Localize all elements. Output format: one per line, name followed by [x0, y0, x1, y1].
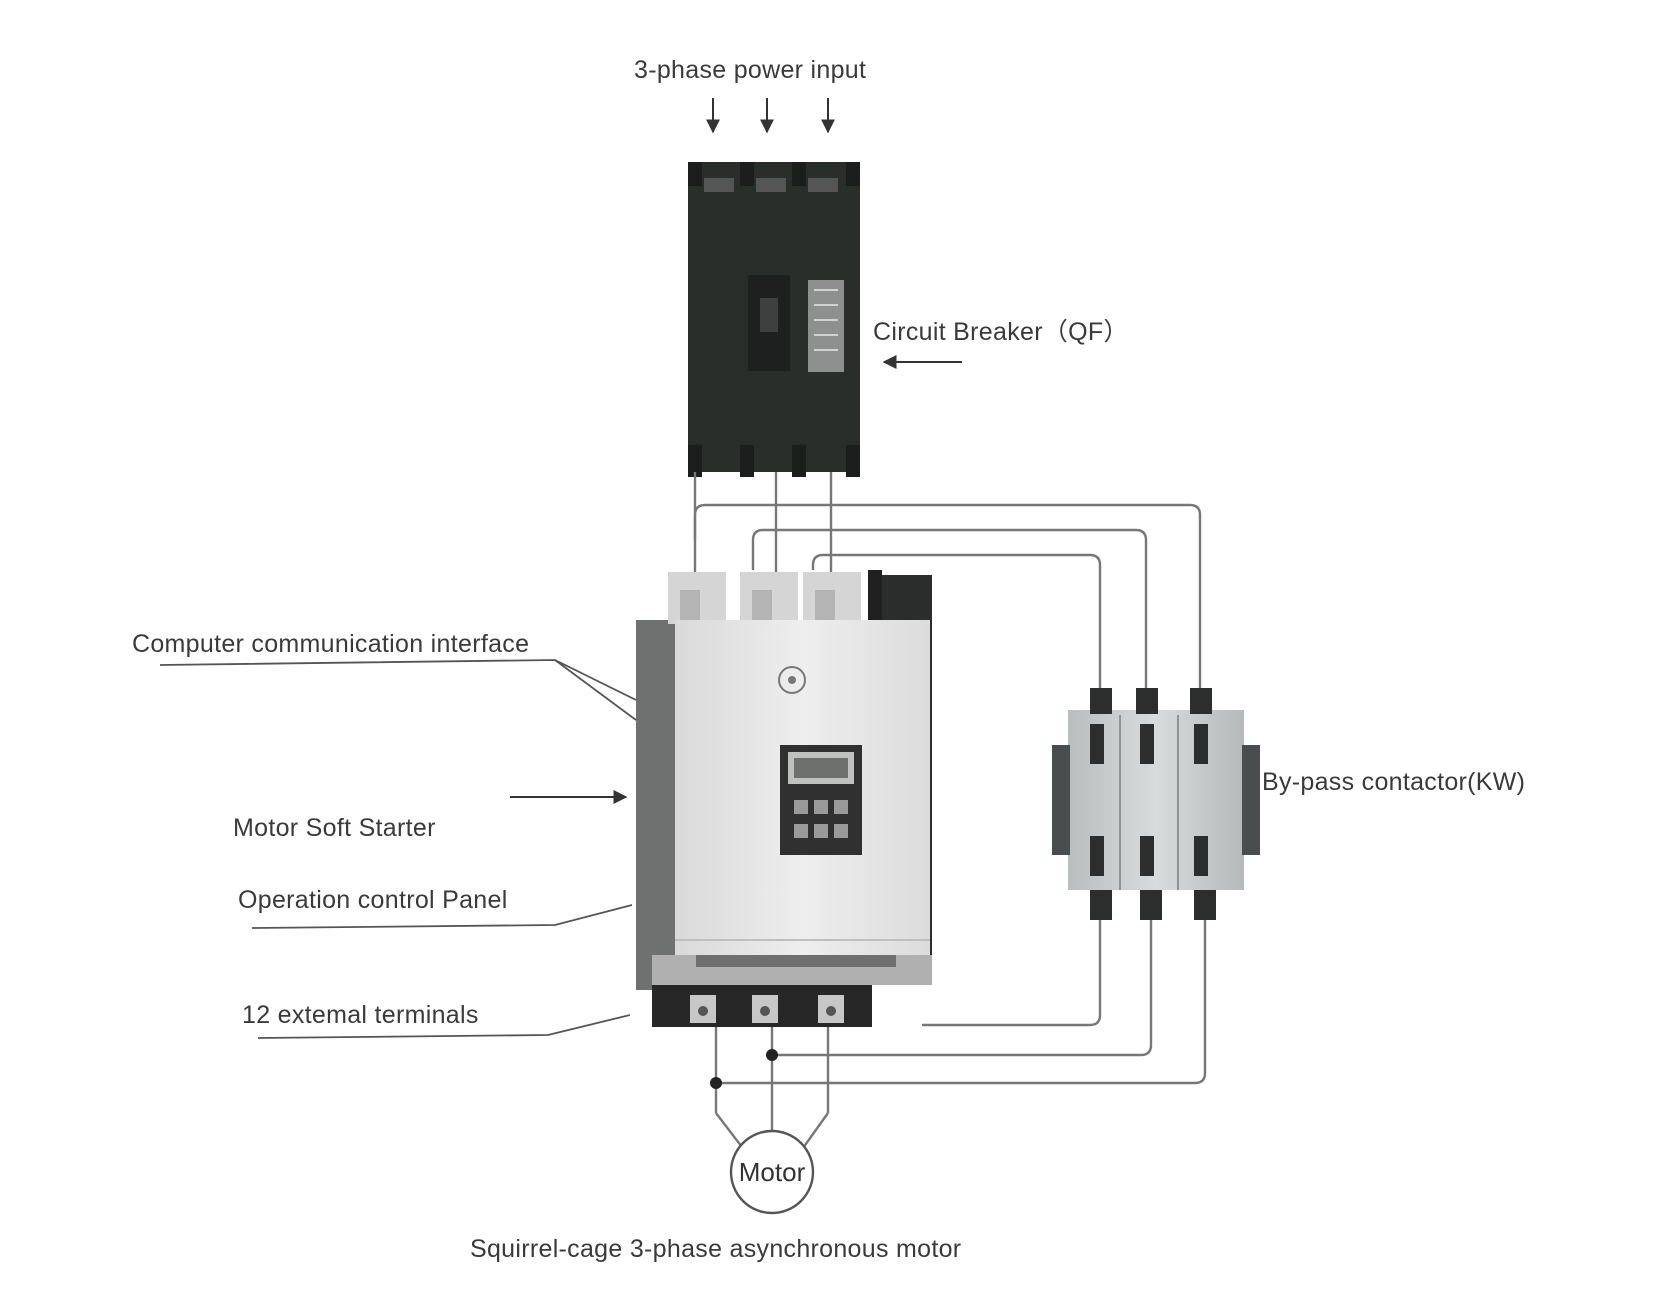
circuit-breaker-label: Circuit Breaker（QF）	[873, 318, 1129, 346]
operation-control-panel[interactable]	[780, 745, 862, 855]
power-input-label: 3-phase power input	[634, 56, 866, 84]
terminals-leader	[257, 1014, 631, 1039]
panel-button-icon[interactable]	[794, 824, 808, 838]
breaker-to-starter-wires	[693, 472, 833, 578]
panel-button-icon[interactable]	[834, 800, 848, 814]
bypass-top-wires	[693, 503, 1202, 690]
panel-button-icon[interactable]	[814, 800, 828, 814]
comm-interface-label: Computer communication interface	[132, 630, 529, 658]
soft-starter-label: Motor Soft Starter	[233, 814, 436, 842]
bypass-label: By-pass contactor(KW)	[1262, 768, 1525, 796]
circuit-breaker	[688, 162, 860, 477]
control-panel-leader	[251, 904, 633, 929]
motor-caption: Squirrel-cage 3-phase asynchronous motor	[470, 1235, 961, 1263]
terminals-label: 12 extemal terminals	[242, 1001, 479, 1029]
panel-button-icon[interactable]	[794, 800, 808, 814]
control-panel-label: Operation control Panel	[238, 886, 508, 914]
bypass-bottom-wires	[716, 920, 1207, 1085]
motor-icon	[729, 1129, 815, 1215]
comm-interface-leader	[159, 659, 637, 721]
bypass-contactor	[1052, 688, 1260, 920]
motor-label: Motor	[739, 1157, 806, 1187]
power-input-arrows	[706, 98, 835, 134]
panel-button-icon[interactable]	[814, 824, 828, 838]
panel-button-icon[interactable]	[834, 824, 848, 838]
